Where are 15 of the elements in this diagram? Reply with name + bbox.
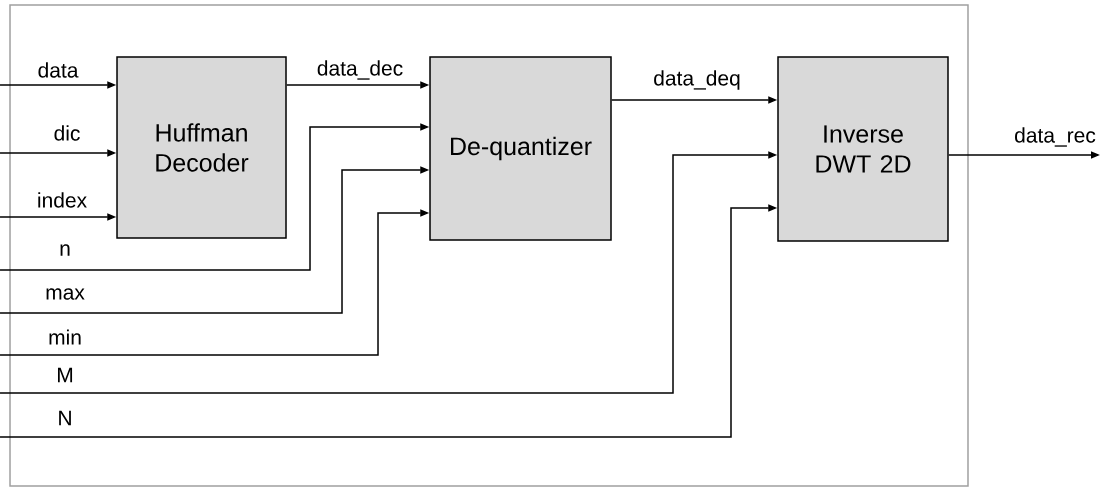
edge-label: M [58, 367, 73, 383]
edge-label: min [49, 329, 81, 345]
edge-label: data [38, 62, 79, 78]
edge-label: index [38, 192, 87, 208]
edge-label: n [60, 244, 70, 256]
outer-frame [9, 4, 969, 487]
edge-label: data_deq [654, 70, 740, 90]
edge-label: max [46, 288, 85, 300]
process-box: De-quantizer [429, 56, 612, 241]
edge-label: data_dec [317, 60, 403, 80]
edge-label: data_rec [1015, 127, 1096, 147]
edge-label: dic [54, 125, 80, 141]
edge-label: N [59, 410, 71, 426]
process-box: Inverse DWT 2D [777, 56, 949, 242]
process-box: Huffman Decoder [116, 56, 287, 239]
